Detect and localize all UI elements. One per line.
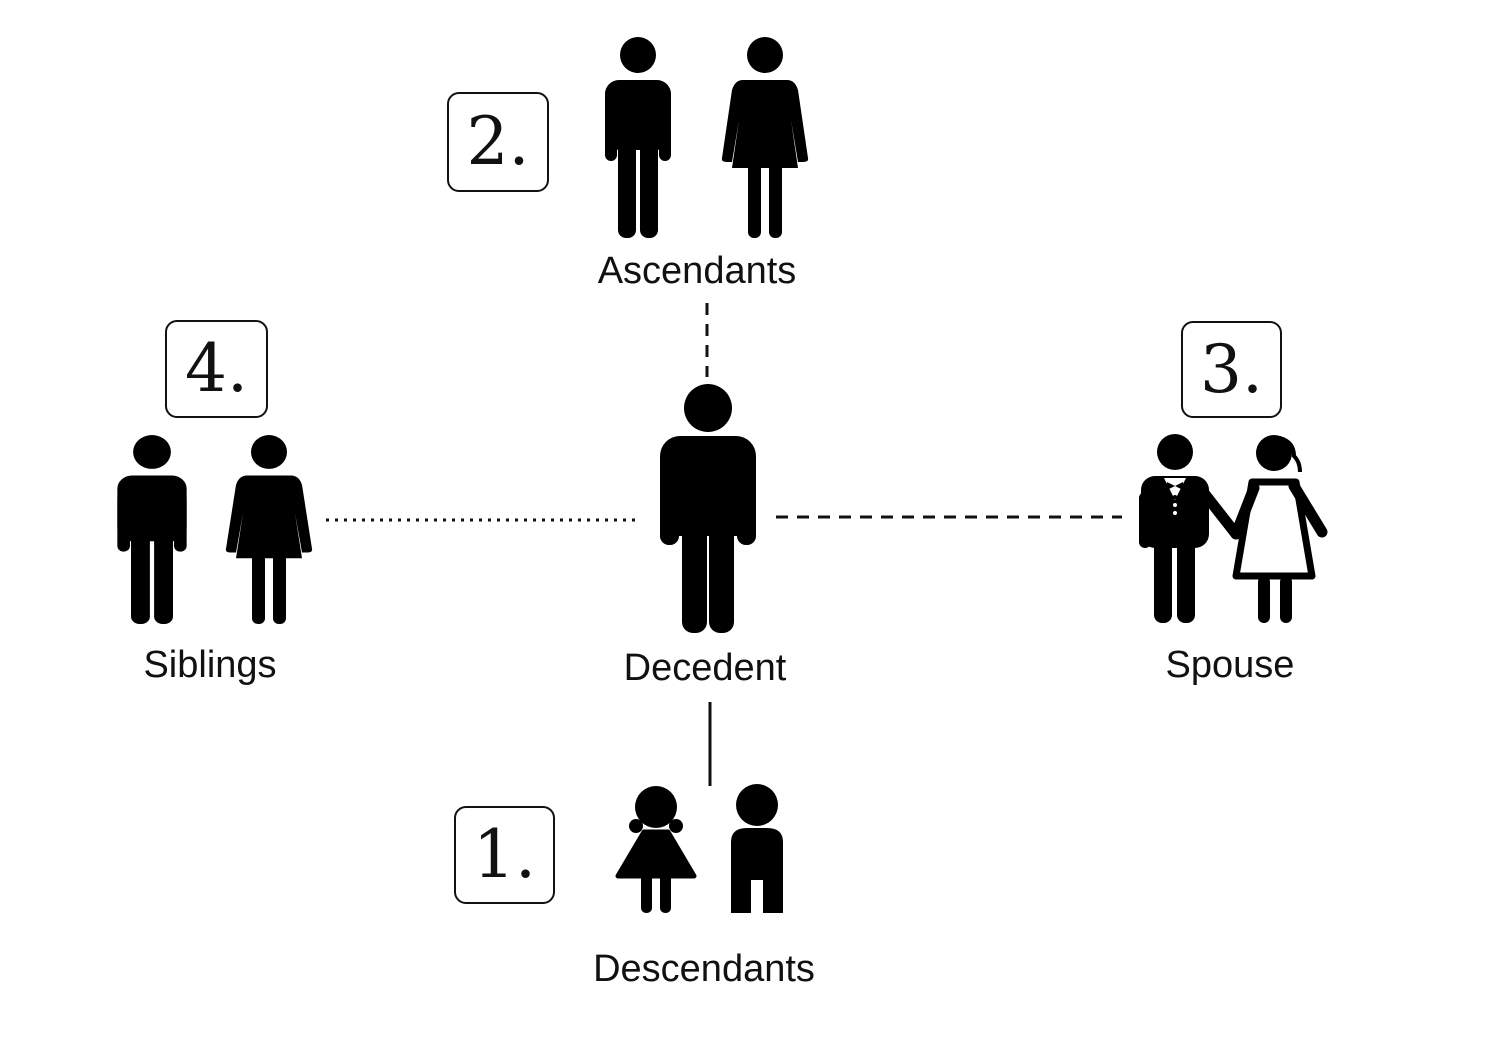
bride-figure — [1230, 435, 1328, 623]
decedent-label: Decedent — [623, 647, 787, 689]
siblings-label: Siblings — [143, 644, 277, 686]
spouse-rank-badge: 3. — [1181, 321, 1282, 418]
ascendants-rank-badge: 2. — [447, 92, 549, 192]
girl-figure — [615, 786, 697, 913]
ascendants-label: Ascendants — [597, 250, 797, 292]
sister-figure — [225, 435, 313, 624]
father-figure — [605, 37, 671, 238]
siblings-rank-badge: 4. — [165, 320, 268, 418]
brother-figure — [117, 435, 187, 624]
decedent-figure — [660, 384, 756, 633]
spouse-label: Spouse — [1165, 644, 1295, 686]
mother-figure — [721, 37, 809, 238]
descendants-rank-badge: 1. — [454, 806, 555, 904]
boy-figure — [731, 784, 783, 913]
descendants-label: Descendants — [593, 948, 815, 990]
groom-figure — [1139, 434, 1242, 623]
